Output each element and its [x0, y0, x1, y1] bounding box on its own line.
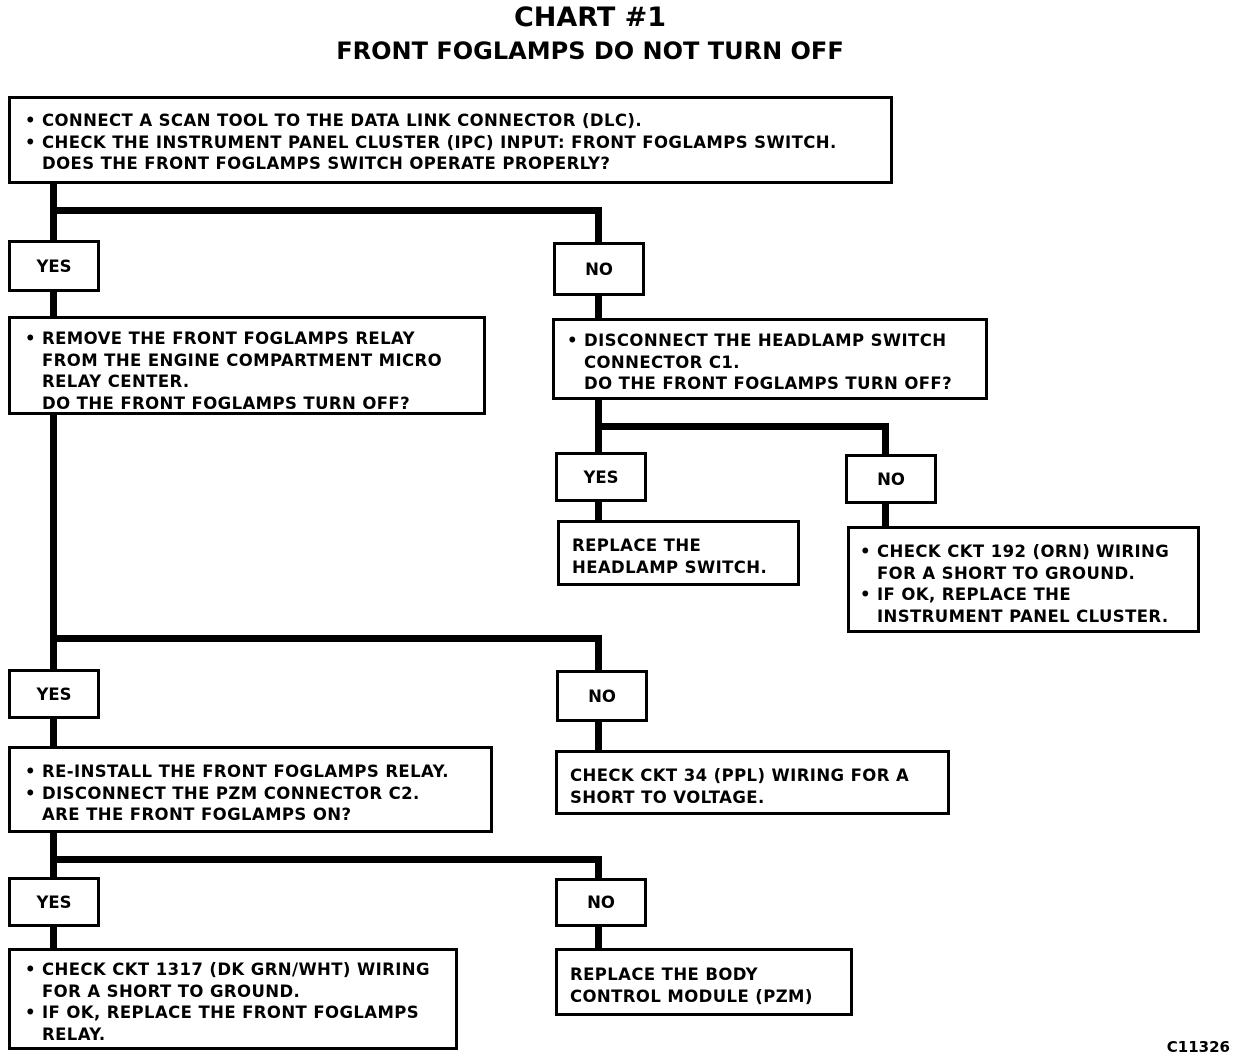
- connector-line: [50, 635, 602, 642]
- step-box-disconnect-headlamp: DISCONNECT THE HEADLAMP SWITCH CONNECTOR…: [552, 318, 988, 400]
- step-box-reinstall-relay: RE-INSTALL THE FRONT FOGLAMPS RELAY. DIS…: [8, 746, 493, 833]
- step-box-check-ckt192: CHECK CKT 192 (ORN) WIRING FOR A SHORT T…: [847, 526, 1200, 633]
- step-line: DO THE FRONT FOGLAMPS TURN OFF?: [584, 374, 953, 393]
- step-line: ARE THE FRONT FOGLAMPS ON?: [42, 805, 352, 824]
- step-box-replace-bcm: REPLACE THE BODY CONTROL MODULE (PZM): [555, 948, 853, 1016]
- step-line: DISCONNECT THE HEADLAMP SWITCH: [567, 330, 985, 352]
- no-label: NO: [556, 670, 648, 722]
- step-box-check-ckt34: CHECK CKT 34 (PPL) WIRING FOR A SHORT TO…: [555, 750, 950, 815]
- step-line: INSTRUMENT PANEL CLUSTER.: [877, 606, 1169, 626]
- connector-line: [50, 290, 57, 318]
- step-line: CHECK CKT 1317 (DK GRN/WHT) WIRING: [25, 959, 455, 981]
- step-box-remove-relay: REMOVE THE FRONT FOGLAMPS RELAY FROM THE…: [8, 316, 486, 415]
- connector-line: [882, 423, 889, 456]
- step-line: CHECK CKT 192 (ORN) WIRING: [860, 541, 1197, 563]
- connector-line: [882, 502, 889, 528]
- connector-line: [50, 207, 602, 214]
- step-line: RELAY CENTER.: [42, 372, 190, 391]
- step-line: HEADLAMP SWITCH.: [572, 557, 768, 577]
- step-line: FOR A SHORT TO GROUND.: [877, 563, 1136, 583]
- yes-label: YES: [8, 240, 100, 292]
- figure-code: C11326: [1166, 1038, 1230, 1056]
- connector-line: [595, 423, 889, 430]
- step-line: CONNECTOR C1.: [584, 352, 740, 372]
- step-line: IF OK, REPLACE THE: [860, 584, 1197, 606]
- step-line: CHECK CKT 34 (PPL) WIRING FOR A: [570, 766, 910, 785]
- step-line: SHORT TO VOLTAGE.: [570, 787, 765, 807]
- step-line: DO THE FRONT FOGLAMPS TURN OFF?: [42, 393, 411, 413]
- step-line: REPLACE THE: [572, 536, 702, 555]
- connector-line: [50, 413, 57, 671]
- step-box-replace-headlamp: REPLACE THE HEADLAMP SWITCH.: [557, 520, 800, 586]
- step-line: CONTROL MODULE (PZM): [570, 986, 813, 1006]
- yes-label: YES: [8, 877, 100, 927]
- connector-line: [595, 500, 602, 522]
- step-line: DOES THE FRONT FOGLAMPS SWITCH OPERATE P…: [42, 154, 611, 173]
- no-label: NO: [555, 878, 647, 927]
- step-line: RELAY.: [42, 1024, 106, 1044]
- step-line: DISCONNECT THE PZM CONNECTOR C2.: [25, 783, 490, 805]
- step-box-check-ckt1317: CHECK CKT 1317 (DK GRN/WHT) WIRING FOR A…: [8, 948, 458, 1050]
- step-line: RE-INSTALL THE FRONT FOGLAMPS RELAY.: [25, 761, 490, 783]
- connector-line: [595, 207, 602, 244]
- chart-title: CHART #1: [513, 2, 667, 33]
- step-line: REMOVE THE FRONT FOGLAMPS RELAY: [25, 328, 483, 350]
- step-line: CHECK THE INSTRUMENT PANEL CLUSTER (IPC)…: [25, 132, 890, 154]
- connector-line: [50, 830, 57, 880]
- yes-label: YES: [8, 669, 100, 719]
- connector-line: [595, 294, 602, 320]
- no-label: NO: [845, 454, 937, 504]
- yes-label: YES: [555, 452, 647, 502]
- step-line: IF OK, REPLACE THE FRONT FOGLAMPS: [25, 1002, 455, 1024]
- chart-subtitle: FRONT FOGLAMPS DO NOT TURN OFF: [336, 37, 844, 65]
- step-line: CONNECT A SCAN TOOL TO THE DATA LINK CON…: [25, 110, 890, 132]
- step-line: FROM THE ENGINE COMPARTMENT MICRO: [42, 350, 443, 370]
- step-line: REPLACE THE BODY: [570, 965, 759, 984]
- connector-line: [595, 635, 602, 672]
- connector-line: [595, 925, 602, 950]
- connector-line: [50, 717, 57, 749]
- step-line: FOR A SHORT TO GROUND.: [42, 981, 301, 1001]
- no-label: NO: [553, 242, 645, 296]
- step-box-start: CONNECT A SCAN TOOL TO THE DATA LINK CON…: [8, 96, 893, 184]
- connector-line: [50, 856, 602, 863]
- connector-line: [595, 720, 602, 752]
- connector-line: [50, 925, 57, 950]
- connector-line: [595, 856, 602, 880]
